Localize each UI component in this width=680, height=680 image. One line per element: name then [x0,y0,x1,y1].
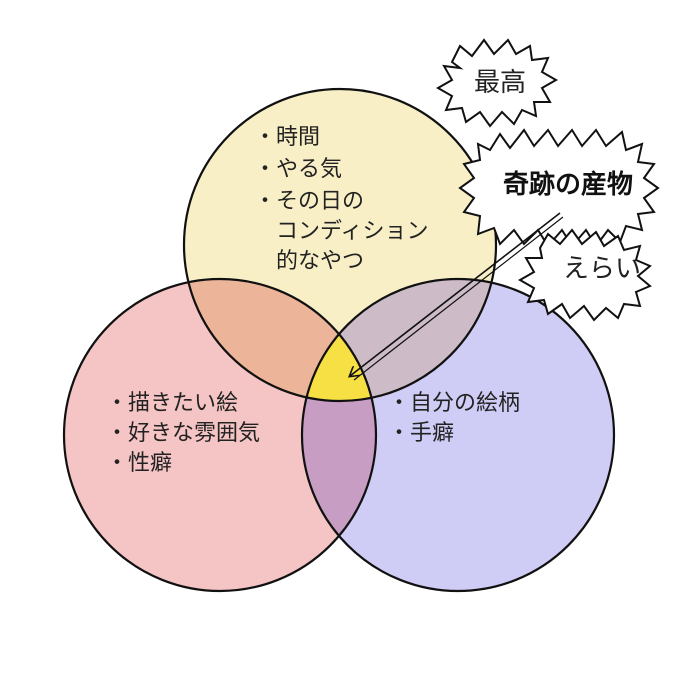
circle-left-outline [62,277,378,593]
callout-center-bubble [458,128,660,248]
top-circle-list: ・時間 ・やる気 ・その日の コンディション 的なやつ [254,125,428,274]
left-circle-list: ・描きたい絵 ・好きな雰囲気 ・性癖 [106,391,260,476]
callout-center-text: 奇跡の産物 [503,169,633,200]
callout-top-text: 最高 [474,68,526,98]
left-item-1: ・描きたい絵 [106,391,238,416]
top-item-5: 的なやつ [254,249,364,274]
circle-top-outline [182,87,498,403]
arrow-icon [350,212,561,376]
right-item-1: ・自分の絵柄 [388,391,520,416]
top-item-1: ・時間 [254,125,320,150]
overlap-top-right [302,279,496,401]
right-circle-list: ・自分の絵柄 ・手癖 [388,391,520,446]
overlap-top-left [184,279,376,401]
right-item-2: ・手癖 [388,421,454,446]
top-item-3: ・その日の [254,189,364,214]
callout-bottom-text: えらい [563,254,641,284]
left-item-3: ・性癖 [106,451,172,476]
callout-center: 奇跡の産物 [458,128,660,248]
callout-bottom-bubble [517,228,652,322]
top-item-4: コンディション [254,219,428,244]
circle-right-outline [300,277,616,593]
callout-top: 最高 [435,38,559,128]
callout-top-bubble [435,38,559,128]
arrow-shaft-double [353,216,564,381]
top-item-2: ・やる気 [254,157,342,182]
callout-bottom: えらい [517,228,652,322]
left-item-2: ・好きな雰囲気 [106,421,260,446]
